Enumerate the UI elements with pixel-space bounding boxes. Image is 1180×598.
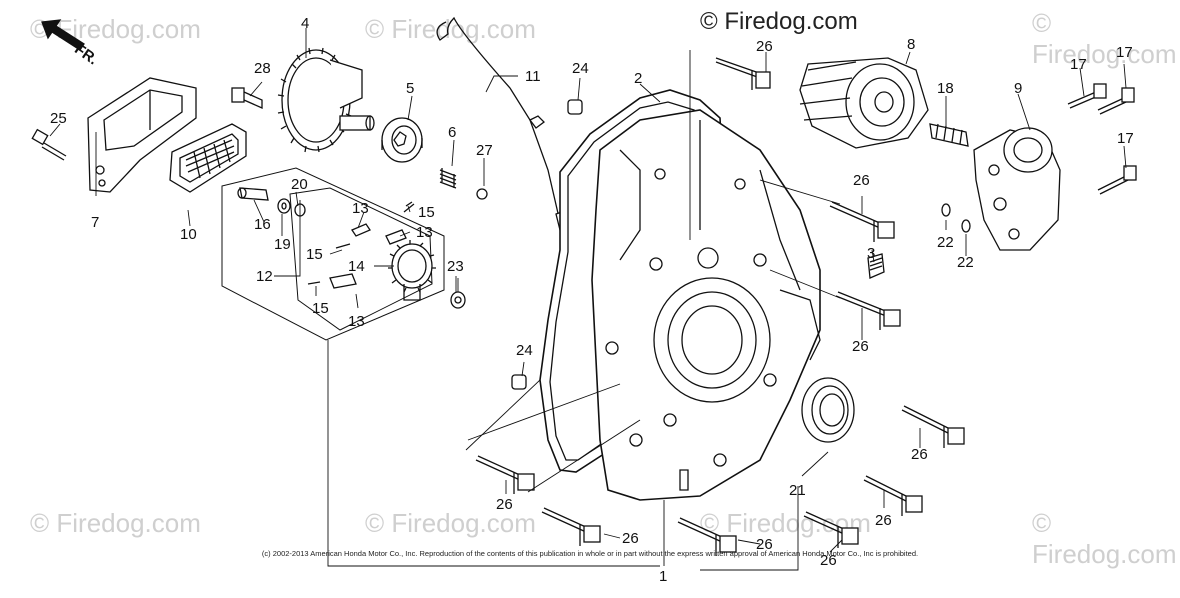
flange-bolt-part-26-b1 [475, 455, 535, 494]
callout-26-h: 26 [756, 536, 773, 553]
flange-bolt-part-26-b3 [677, 517, 737, 556]
flange-bolt-part-26-r1 [829, 201, 895, 242]
screen-part-10 [169, 123, 247, 193]
flange-bolt-part-26-r3 [901, 405, 965, 448]
pin-part-15-a [403, 201, 415, 213]
filter-base-part-9 [973, 127, 1061, 251]
callout-26-d: 26 [911, 446, 928, 463]
callout-24-b: 24 [516, 342, 533, 359]
callout-5: 5 [406, 80, 415, 97]
callout-26-e: 26 [875, 512, 892, 529]
governor-weight-part-13-c [329, 273, 357, 289]
callout-23: 23 [447, 258, 464, 275]
callout-2: 2 [634, 70, 643, 87]
callout-11: 11 [525, 68, 541, 85]
callout-26-f: 26 [496, 496, 513, 513]
filter-nipple-part-18 [929, 123, 969, 147]
watermark-top-center: © Firedog.com [700, 8, 858, 35]
breather-bracket-part [87, 77, 197, 193]
oil-pump-rotor-part-5 [381, 117, 423, 163]
callout-26-c: 26 [852, 338, 869, 355]
oil-seal-part-21 [801, 377, 855, 443]
callout-4: 4 [301, 15, 310, 32]
leader-lines [49, 28, 1127, 571]
callout-18: 18 [937, 80, 954, 97]
callout-24-a: 24 [572, 60, 589, 77]
callout-17-c: 17 [1117, 130, 1134, 147]
bolt-part-17-b [1097, 87, 1135, 115]
nut-part-23 [450, 291, 466, 309]
callout-13-c: 13 [348, 313, 365, 330]
callout-26-a: 26 [756, 38, 773, 55]
callout-16: 16 [254, 216, 271, 233]
callout-27: 27 [476, 142, 493, 159]
shaft-part-16 [237, 187, 269, 201]
callout-3: 3 [867, 245, 876, 262]
spring-part-6 [439, 168, 457, 189]
governor-weight-part-13-b [385, 229, 407, 245]
copyright-notice: (c) 2002-2013 American Honda Motor Co., … [261, 549, 919, 558]
oil-filter-part-8 [799, 57, 929, 149]
callout-13-b: 13 [416, 224, 433, 241]
flange-bolt-part-26-b4 [803, 511, 859, 548]
callout-22-b: 22 [957, 254, 974, 271]
callout-17-b: 17 [1116, 44, 1133, 61]
callout-28: 28 [254, 60, 271, 77]
dowel-pin-part-24-bottom [511, 374, 527, 390]
callout-17-a: 17 [1070, 56, 1087, 73]
callout-12: 12 [256, 268, 273, 285]
washer-part-19 [277, 198, 291, 214]
callout-19: 19 [274, 236, 291, 253]
relief-valve-part-3 [867, 253, 885, 279]
flange-bolt-part-26-r4 [863, 475, 923, 516]
callout-22-a: 22 [937, 234, 954, 251]
bolt-part-17-c [1097, 165, 1137, 195]
watermark-top-right: © Firedog.com [1032, 8, 1177, 69]
flange-bolt-part-26-r2 [835, 291, 901, 330]
callout-26-b: 26 [853, 172, 870, 189]
ball-part-27 [476, 188, 488, 200]
callout-13-a: 13 [352, 200, 369, 217]
callout-10: 10 [180, 226, 197, 243]
watermark-bottom-left: © Firedog.com [30, 508, 201, 538]
governor-weight-part-13-a [351, 223, 371, 237]
governor-weight-gear-part-14 [388, 240, 436, 301]
callout-14: 14 [348, 258, 365, 275]
bolt-part-17-a [1067, 83, 1107, 109]
flange-bolt-part-26-top [715, 57, 771, 90]
callout-26-i: 26 [820, 552, 837, 569]
callout-15-c: 15 [312, 300, 329, 317]
dowel-pin-part-24-top [567, 99, 583, 115]
callout-7: 7 [91, 214, 100, 231]
governor-assembly-box [221, 167, 445, 341]
callout-1: 1 [659, 568, 668, 585]
callout-21: 21 [789, 482, 806, 499]
callout-8: 8 [907, 36, 916, 53]
washer-part-22-a [941, 203, 951, 217]
bolt-part-28 [231, 87, 263, 110]
washer-part-22-b [961, 219, 971, 233]
callout-20: 20 [291, 176, 308, 193]
pin-part-15-b [335, 243, 351, 249]
callout-26-g: 26 [622, 530, 639, 547]
crankcase-cover-part-1 [591, 109, 821, 501]
callout-9: 9 [1014, 80, 1023, 97]
pin-part-15-c [307, 281, 321, 285]
governor-gear-part-4 [277, 47, 375, 153]
front-direction-arrow [41, 19, 85, 51]
callout-15-b: 15 [306, 246, 323, 263]
callout-15-a: 15 [418, 204, 435, 221]
watermark-bottom-right: © Firedog.com [1032, 508, 1177, 569]
flange-bolt-part-26-b2 [541, 507, 601, 546]
watermark-top-mid: © Firedog.com [365, 14, 536, 44]
watermark-bottom-mid: © Firedog.com [365, 508, 536, 538]
dipstick-part-11 [436, 16, 567, 231]
bolt-part-25 [31, 128, 67, 161]
callout-6: 6 [448, 124, 457, 141]
callout-25: 25 [50, 110, 67, 127]
